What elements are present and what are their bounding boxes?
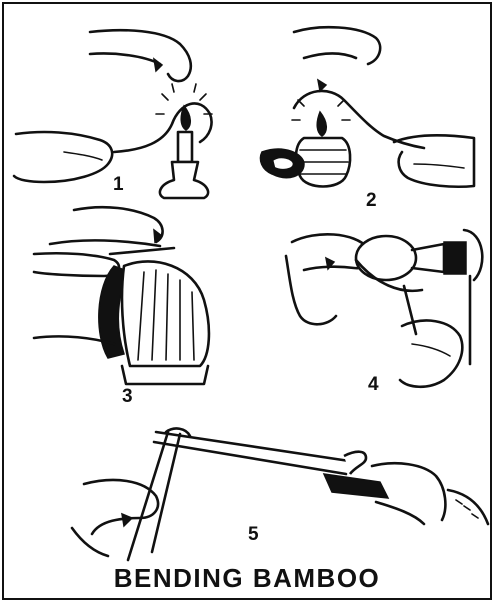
upper-hand-outline <box>90 30 191 81</box>
left-hand-knuckle <box>64 152 102 160</box>
light-bulb <box>356 236 416 280</box>
bamboo-strip <box>110 248 174 254</box>
figure-4-bulb <box>286 230 482 387</box>
hand-fingers <box>50 240 160 246</box>
bending-bamboo-illustration <box>4 4 490 598</box>
left-hand-outline <box>14 132 112 182</box>
figure-1-candle <box>14 30 212 198</box>
right-hand-outline <box>400 321 462 387</box>
iron-stand <box>122 366 208 384</box>
right-hand-knuckle <box>412 344 450 356</box>
upper-hand-fingers <box>90 53 160 64</box>
bulb-socket <box>444 242 466 274</box>
fingernail <box>122 514 132 526</box>
fingernail <box>154 230 162 242</box>
iron-handle <box>324 474 388 498</box>
right-hand-knuckle <box>414 164 464 168</box>
bamboo-strip-end <box>404 286 416 334</box>
lamp-flame <box>317 112 326 136</box>
fingernail <box>318 80 326 91</box>
candle <box>178 132 192 162</box>
figure-1-label: 1 <box>113 174 124 196</box>
figure-3-iron <box>34 207 209 384</box>
figure-4-label: 4 <box>368 374 379 396</box>
right-hand-fingers <box>376 502 424 524</box>
figure-3-label: 3 <box>122 386 133 408</box>
upper-hand-fingers <box>304 54 356 59</box>
soldering-tip <box>344 452 366 474</box>
left-hand-outline <box>34 253 119 276</box>
fingernail <box>154 59 162 71</box>
figure-2-spirit-lamp <box>260 27 474 187</box>
bamboo-strip <box>114 103 212 152</box>
candle-flame <box>181 106 190 130</box>
lamp-base-highlight <box>272 157 294 170</box>
figure-2-label: 2 <box>366 190 377 212</box>
left-hand-outline <box>84 480 158 534</box>
page-title: BENDING BAMBOO <box>4 563 490 594</box>
bamboo-strip-left <box>152 434 180 552</box>
bamboo-strip-right <box>128 432 168 560</box>
candle-holder <box>160 162 208 198</box>
power-cord <box>448 490 488 524</box>
figure-5-soldering-iron <box>72 429 488 560</box>
left-hand-wrist <box>72 528 108 556</box>
upper-hand-outline <box>74 207 163 242</box>
figure-5-label: 5 <box>248 524 259 546</box>
